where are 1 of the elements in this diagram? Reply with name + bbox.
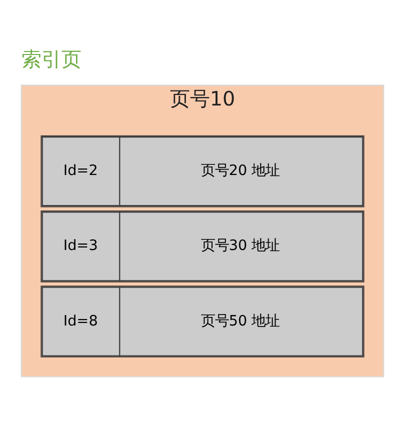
diagram-title: 索引页 (22, 47, 82, 70)
